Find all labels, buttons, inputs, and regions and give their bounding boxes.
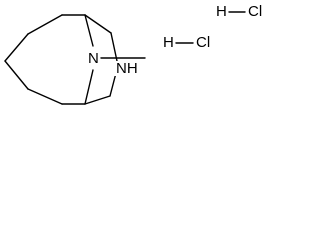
bond (4, 60, 29, 90)
salt-chlorine-label: Cl (196, 34, 210, 51)
bridge-nitrogen-label: N (88, 50, 99, 67)
bond (110, 32, 118, 62)
amine-nh-label: NH (116, 60, 138, 77)
salt-hydrogen-label: H (163, 34, 174, 51)
bond (84, 14, 94, 47)
bond (27, 14, 63, 35)
bond (109, 72, 117, 97)
bond (84, 69, 94, 105)
hydrochloride-salt-2: H Cl (163, 34, 210, 51)
salt-hydrogen-label: H (216, 3, 227, 20)
carbon-skeleton (4, 14, 146, 105)
hydrochloride-salt-1: H Cl (216, 3, 262, 20)
bond (4, 33, 29, 62)
salt-chlorine-label: Cl (248, 3, 262, 20)
bond (84, 95, 111, 105)
bond (27, 88, 63, 105)
molecule-structure: N NH H Cl H Cl (4, 3, 262, 105)
molecule-diagram-canvas: N NH H Cl H Cl (0, 0, 276, 118)
bond (84, 14, 112, 34)
